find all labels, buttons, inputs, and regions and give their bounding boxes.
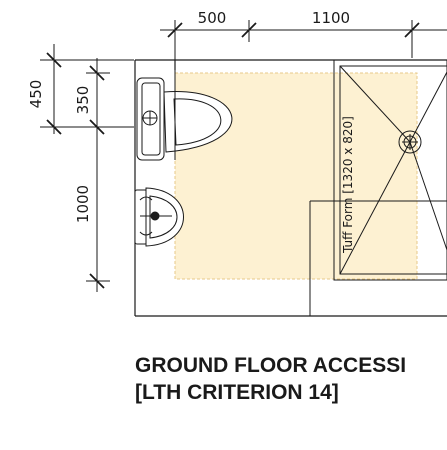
dim-left-outer: 450	[27, 80, 45, 109]
basin-icon	[134, 187, 184, 247]
shower-drain-icon	[398, 130, 422, 154]
caption-line-2: [LTH CRITERION 14]	[135, 381, 339, 404]
left-dimension-lines	[40, 44, 134, 292]
dim-left-mid: 350	[74, 86, 92, 115]
drawing-caption: GROUND FLOOR ACCESSI [LTH CRITERION 14]	[135, 352, 406, 406]
dim-top-right: 1100	[312, 9, 350, 27]
toilet-icon	[136, 77, 233, 161]
caption-line-1: GROUND FLOOR ACCESSI	[135, 354, 407, 377]
dim-top-left: 500	[198, 9, 227, 27]
top-dimension-lines	[160, 20, 447, 160]
dim-left-lower: 1000	[74, 185, 92, 223]
shower-label: Tuff Form [1320 x 820]	[341, 116, 355, 254]
shower-tray	[333, 59, 447, 281]
